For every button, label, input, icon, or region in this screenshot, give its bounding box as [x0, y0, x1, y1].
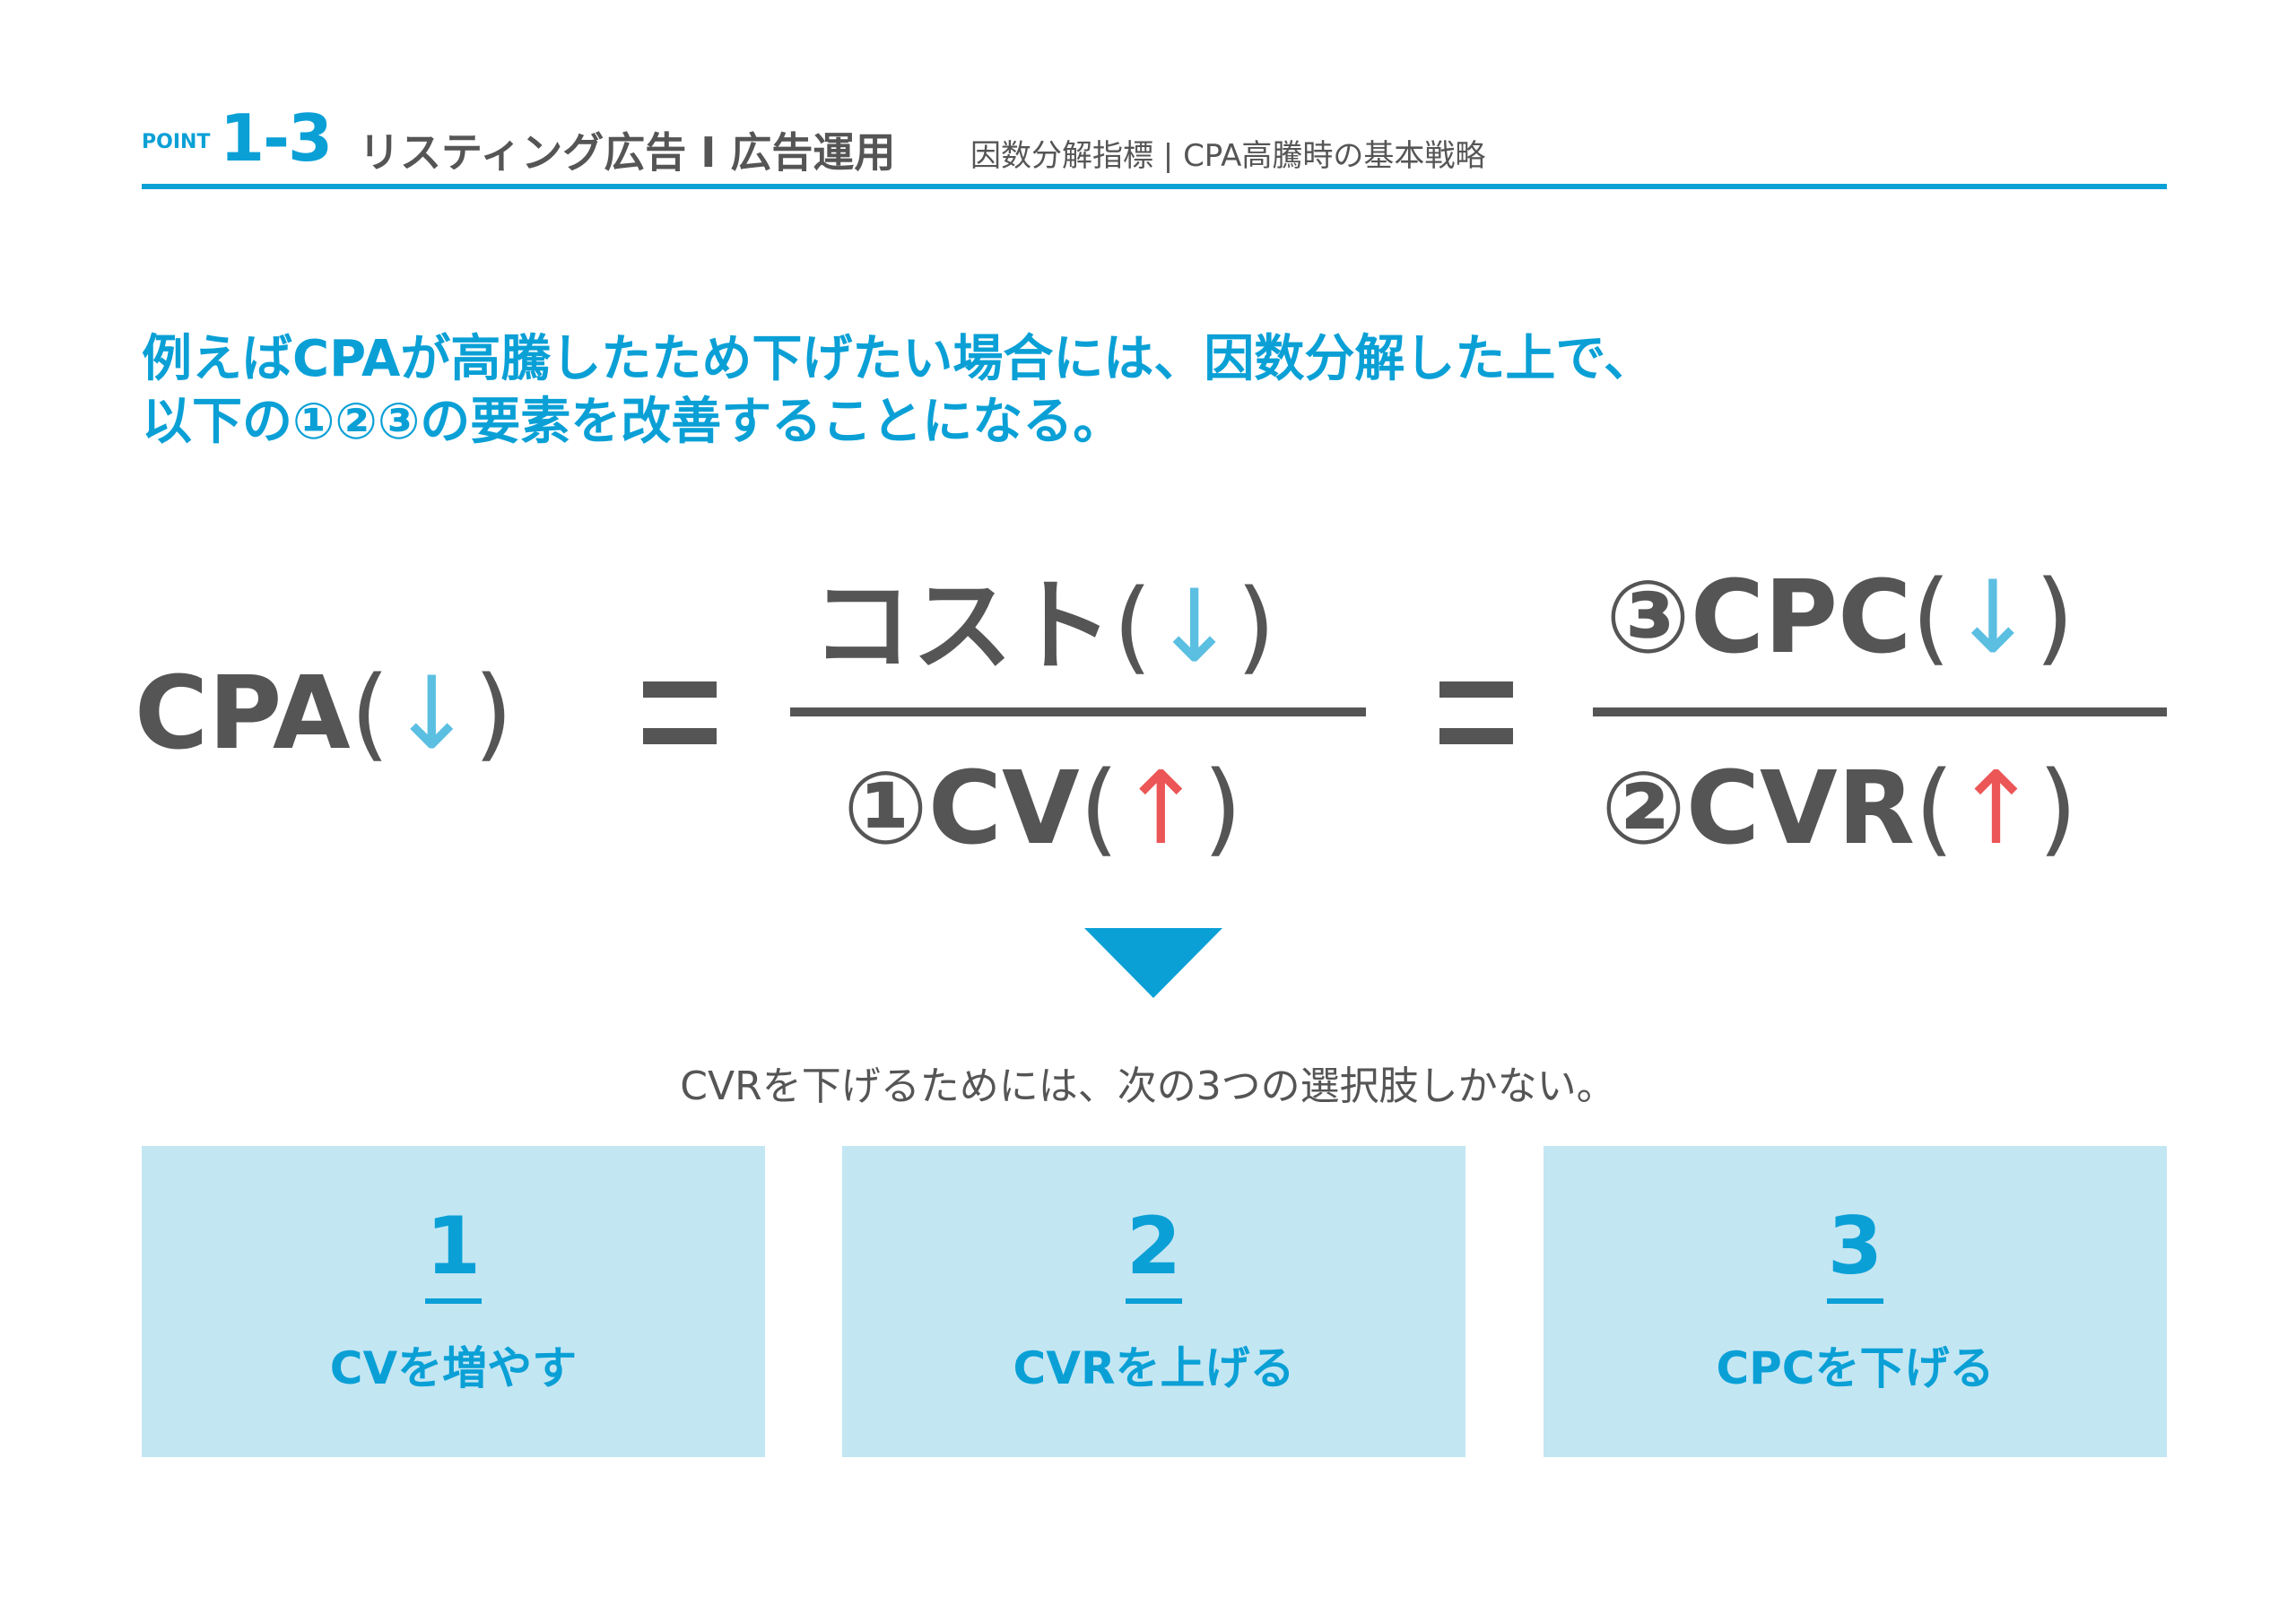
down-arrow-icon: ↓: [1152, 568, 1237, 685]
paren-open: (: [350, 655, 390, 772]
cpa-label: CPA: [135, 655, 351, 772]
option-number: 1: [425, 1200, 482, 1292]
equals-sign-1-bottom: [643, 728, 717, 744]
option-label: CPCを下げる: [1716, 1342, 1995, 1394]
cv-label: ①CV: [843, 751, 1080, 867]
paren-close: ): [474, 655, 513, 772]
paren-open: (: [1113, 568, 1152, 685]
paren-close: ): [2034, 560, 2074, 676]
equals-sign-2-bottom: [1439, 728, 1513, 744]
paren-close: ): [2038, 751, 2078, 867]
option-underline: [1126, 1298, 1182, 1304]
option-underline: [425, 1298, 482, 1304]
cost-label: コスト: [812, 568, 1113, 685]
paren-open: (: [1914, 751, 1954, 867]
down-arrow-icon: ↓: [389, 655, 474, 772]
option-underline: [1827, 1298, 1883, 1304]
paren-open: (: [1911, 560, 1952, 676]
fraction2-denominator: ②CVR(↑): [1601, 751, 2077, 867]
fraction2-numerator: ③CPC(↓): [1605, 560, 2074, 676]
paren-close: ): [1203, 751, 1242, 867]
down-arrow-icon: ↓: [1951, 560, 2035, 676]
caption: CVRを下げるためには、次の3つの選択肢しかない。: [680, 1063, 1616, 1109]
paren-open: (: [1079, 751, 1119, 867]
cvr-label: ②CVR: [1601, 751, 1915, 867]
option-label: CVを増やす: [329, 1342, 578, 1394]
option-card-2: 2 CVRを上げる: [842, 1146, 1465, 1457]
section-title: リスティング広告 I 広告運用: [359, 128, 896, 177]
up-arrow-icon: ↑: [1118, 751, 1204, 867]
option-number: 2: [1126, 1200, 1182, 1292]
option-number: 3: [1827, 1200, 1883, 1292]
up-arrow-icon: ↑: [1953, 751, 2039, 867]
section-number: 1-3: [220, 100, 333, 176]
point-label: POINT: [142, 131, 211, 153]
fraction1-numerator: コスト(↓): [812, 545, 1275, 690]
header-divider: [142, 184, 2167, 189]
triangle-down-icon: [1084, 928, 1222, 998]
equals-sign-2-top: [1439, 681, 1513, 698]
fraction1-denominator: ①CV(↑): [843, 751, 1242, 867]
fraction1-bar: [790, 707, 1366, 716]
formula-cpa: CPA(↓): [135, 655, 513, 772]
equals-sign-1-top: [643, 681, 717, 698]
lead-line-2: 以下の①②③の要素を改善することになる。: [142, 393, 1124, 451]
option-label: CVRを上げる: [1013, 1342, 1295, 1394]
section-subtitle: 因数分解指標 | CPA高騰時の基本戦略: [970, 138, 1486, 174]
cpc-label: ③CPC: [1605, 560, 1912, 676]
option-card-3: 3 CPCを下げる: [1544, 1146, 2167, 1457]
lead-line-1: 例えばCPAが高騰したため下げたい場合には、因数分解した上で、: [142, 330, 1655, 388]
option-card-1: 1 CVを増やす: [142, 1146, 765, 1457]
paren-close: ): [1236, 568, 1276, 685]
fraction2-bar: [1593, 707, 2167, 716]
